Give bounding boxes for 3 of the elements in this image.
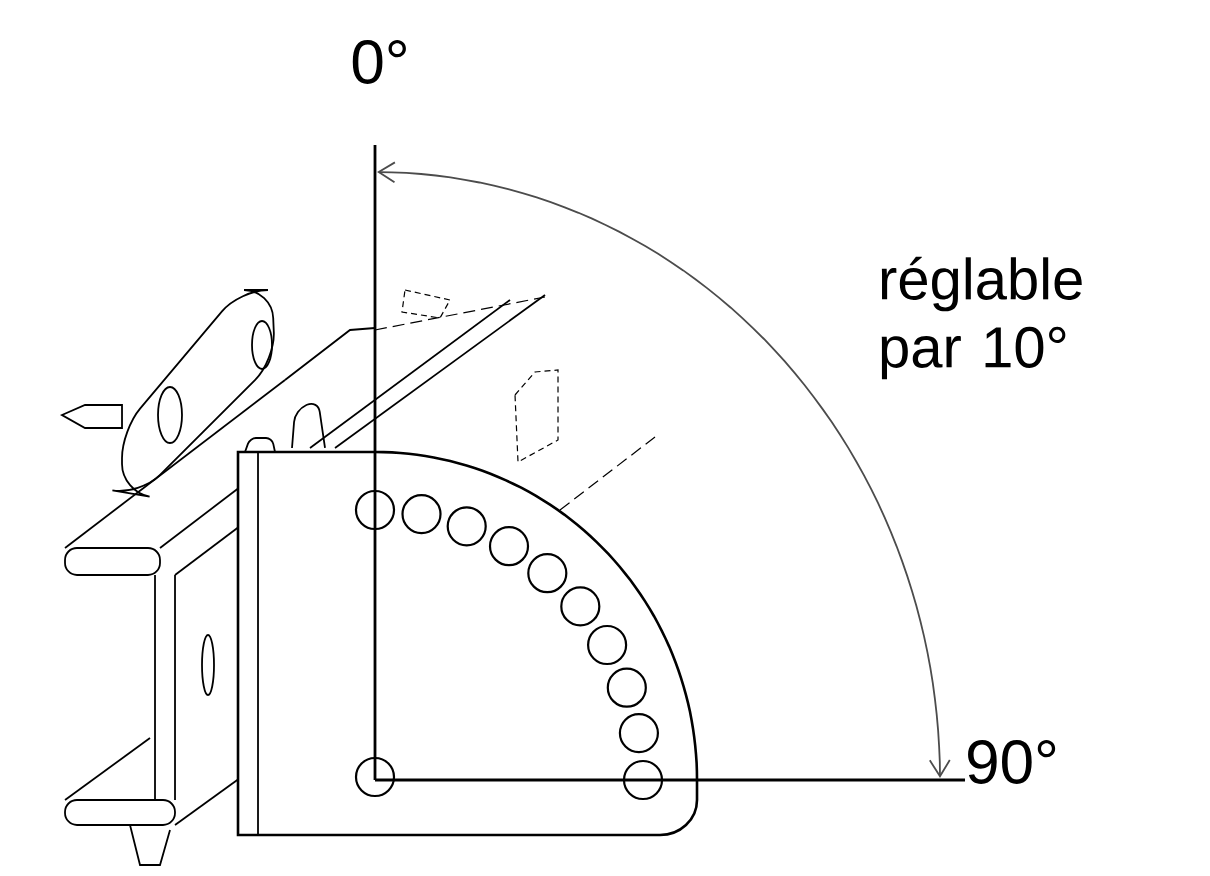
angle-label: 0°: [352, 40, 406, 84]
adjustment-note: réglable par 10°: [881, 256, 1082, 380]
angle-label: 90°: [968, 740, 1056, 784]
